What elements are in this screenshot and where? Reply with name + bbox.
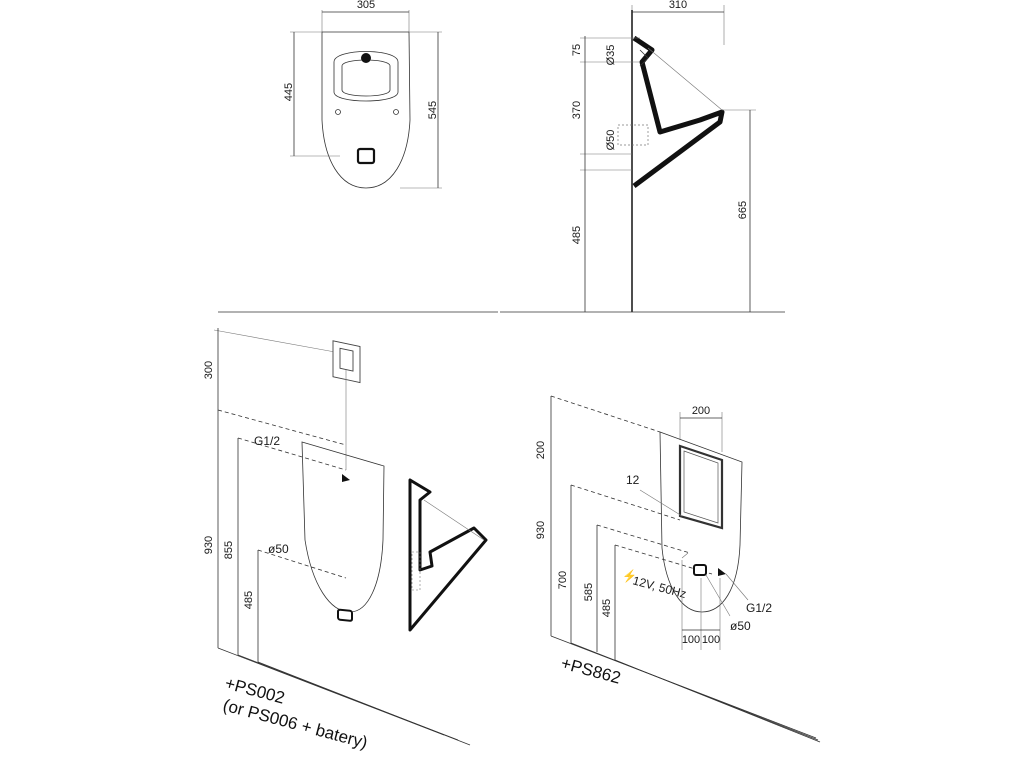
iso-left-inlet-symbol [342,474,350,482]
mounting-hole-left [335,109,341,115]
rim-sightline [647,47,723,111]
right-water-inlet-label: G1/2 [746,601,772,615]
left-water-inlet-label: G1/2 [254,434,280,448]
left-dim-930: 930 [203,536,215,554]
iso-left-outlet-symbol [337,608,353,622]
front-view: 305 445 545 [283,0,442,189]
side-view: 310 75 Ø35 370 Ø50 485 665 [500,0,785,313]
right-module-label: +PS862 [559,654,623,688]
right-dim-12: 12 [626,473,640,487]
iso-right-inlet-symbol [718,568,726,576]
install-left: 300 930 855 485 G1/2 ø50 +PS002 (or PS00… [203,328,488,753]
outlet-fitting-dashed [617,124,649,146]
right-dim-200: 200 [535,441,547,459]
side-inlet-diameter-label: Ø35 [605,45,617,66]
urinal-iso-side [408,478,488,632]
front-width-label: 305 [357,0,375,11]
right-dim-485: 485 [601,599,613,617]
power-label: 12V, 50Hz [631,573,688,601]
urinal-side-profile [632,35,725,189]
left-dim-485: 485 [243,591,255,609]
urinal-front-outline [321,31,411,189]
right-dim-585: 585 [583,583,595,601]
right-offset-right: 100 [702,634,720,646]
side-top-offset-label: 75 [571,44,583,56]
left-waste-outlet-label: ø50 [268,542,289,556]
power-symbol: ⚡ [622,569,637,583]
right-dim-700: 700 [557,571,569,589]
left-dim-300: 300 [203,361,215,379]
urinal-iso-right [659,431,743,613]
right-dim-930: 930 [535,521,547,539]
left-module-line2: (or PS006 + batery) [221,696,370,753]
front-height-inner-label: 445 [283,83,295,101]
panel-width-label: 200 [692,405,710,417]
water-inlet-symbol [361,53,371,63]
left-dim-855: 855 [223,541,235,559]
front-height-total-label: 545 [427,101,439,119]
urinal-iso-left [301,441,385,613]
side-inlet-outlet-label: 370 [571,101,583,119]
iso-right-outlet-symbol [693,564,707,576]
side-depth-label: 310 [669,0,687,11]
side-outlet-height-label: 485 [571,226,583,244]
urinal-bowl-opening [333,51,399,102]
flush-panel [332,340,361,384]
urinal-bowl-inner [341,59,391,97]
sensor-panel [678,444,724,530]
mounting-hole-right [393,109,399,115]
rim-height-label: 665 [737,201,749,219]
waste-outlet-symbol [356,147,376,165]
install-right: 200 930 700 585 485 200 12 ⚡ 12V, 50Hz G… [535,395,821,743]
right-offset-left: 100 [682,634,700,646]
side-outlet-diameter-label: Ø50 [605,130,617,151]
right-waste-outlet-label: ø50 [730,619,751,633]
